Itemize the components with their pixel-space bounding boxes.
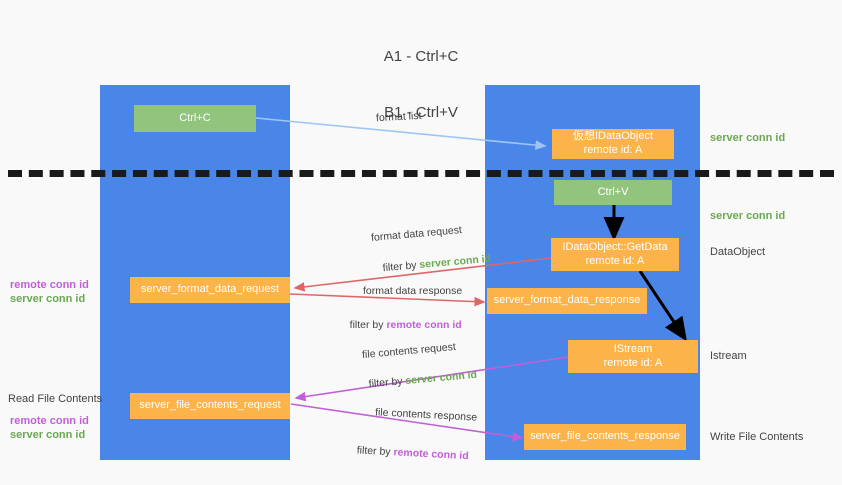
annotation-server-conn-id-1: server conn id [10,293,86,305]
node-idataobject-getdata[interactable]: IDataObject::GetData remote id: A [551,238,679,271]
edge-label-format-data-request: format data request [370,224,463,244]
annotation-server-conn-id-2: server conn id [10,429,86,441]
annotation-dataobject: DataObject [710,246,766,258]
node-server-file-contents-response[interactable]: server_file_contents_response [524,424,686,450]
annotation-istream: Istream [710,350,747,362]
edge-label-format-data-response-filter: filter by remote conn id [338,306,462,345]
node-istream-line1: IStream [613,342,653,355]
filter-key-server-conn-2: server conn id [404,368,478,388]
horizontal-dashed-divider [8,170,834,177]
node-server-format-data-response[interactable]: server_format_data_response [487,288,647,314]
annotation-read-file-contents: Read File Contents [8,393,103,405]
filter-key-server-conn-1: server conn id [418,252,492,272]
node-istream[interactable]: IStream remote id: A [568,340,698,373]
node-idataobject-getdata-line1: IDataObject::GetData [562,240,668,253]
edge-label-file-contents-response-filter: filter by remote conn id [344,431,470,477]
filter-prefix-1: filter by [382,259,420,275]
annotation-server-conn-id-mid: server conn id [710,210,786,222]
node-ctrl-c[interactable]: Ctrl+C [134,105,256,132]
diagram-title: A1 - Ctrl+C B1 - Ctrl+V [0,10,842,160]
node-istream-line2: remote id: A [603,356,663,369]
filter-prefix-4: filter by [356,444,394,459]
node-server-format-data-request[interactable]: server_format_data_request [130,277,290,303]
edge-label-file-contents-response: file contents response [374,406,478,424]
edge-label-format-data-response: format data response [363,285,463,297]
node-server-format-data-response-label: server_format_data_response [493,294,641,307]
node-virtual-idataobject[interactable]: 仮想IDataObject remote id: A [552,129,674,159]
node-server-file-contents-request-label: server_file_contents_request [139,399,281,412]
title-line-1: A1 - Ctrl+C [383,47,459,65]
node-server-file-contents-request[interactable]: server_file_contents_request [130,393,290,419]
filter-key-remote-conn-1: remote conn id [386,319,462,332]
node-idataobject-getdata-line2: remote id: A [585,254,645,267]
edge-label-format-data-request-filter: filter by server conn id [370,240,493,290]
filter-prefix-2: filter by [349,319,387,332]
node-virtual-idataobject-line1: 仮想IDataObject [572,130,654,143]
title-line-2: B1 - Ctrl+V [384,103,458,121]
annotation-remote-conn-id-2: remote conn id [10,415,89,427]
edge-label-format-list: format list [375,109,422,125]
annotation-remote-conn-id-1: remote conn id [10,279,89,291]
node-server-format-data-request-label: server_format_data_request [140,283,280,296]
filter-key-remote-conn-2: remote conn id [393,446,469,463]
node-ctrl-c-label: Ctrl+C [179,111,211,124]
annotation-server-conn-id-top: server conn id [710,132,786,144]
edge-label-file-contents-request-filter: filter by server conn id [356,356,479,406]
node-server-file-contents-response-label: server_file_contents_response [530,430,680,443]
filter-prefix-3: filter by [368,375,406,391]
node-ctrl-v[interactable]: Ctrl+V [554,180,672,205]
annotation-write-file-contents: Write File Contents [710,431,804,443]
node-virtual-idataobject-line2: remote id: A [583,144,643,156]
node-ctrl-v-label: Ctrl+V [597,185,629,198]
